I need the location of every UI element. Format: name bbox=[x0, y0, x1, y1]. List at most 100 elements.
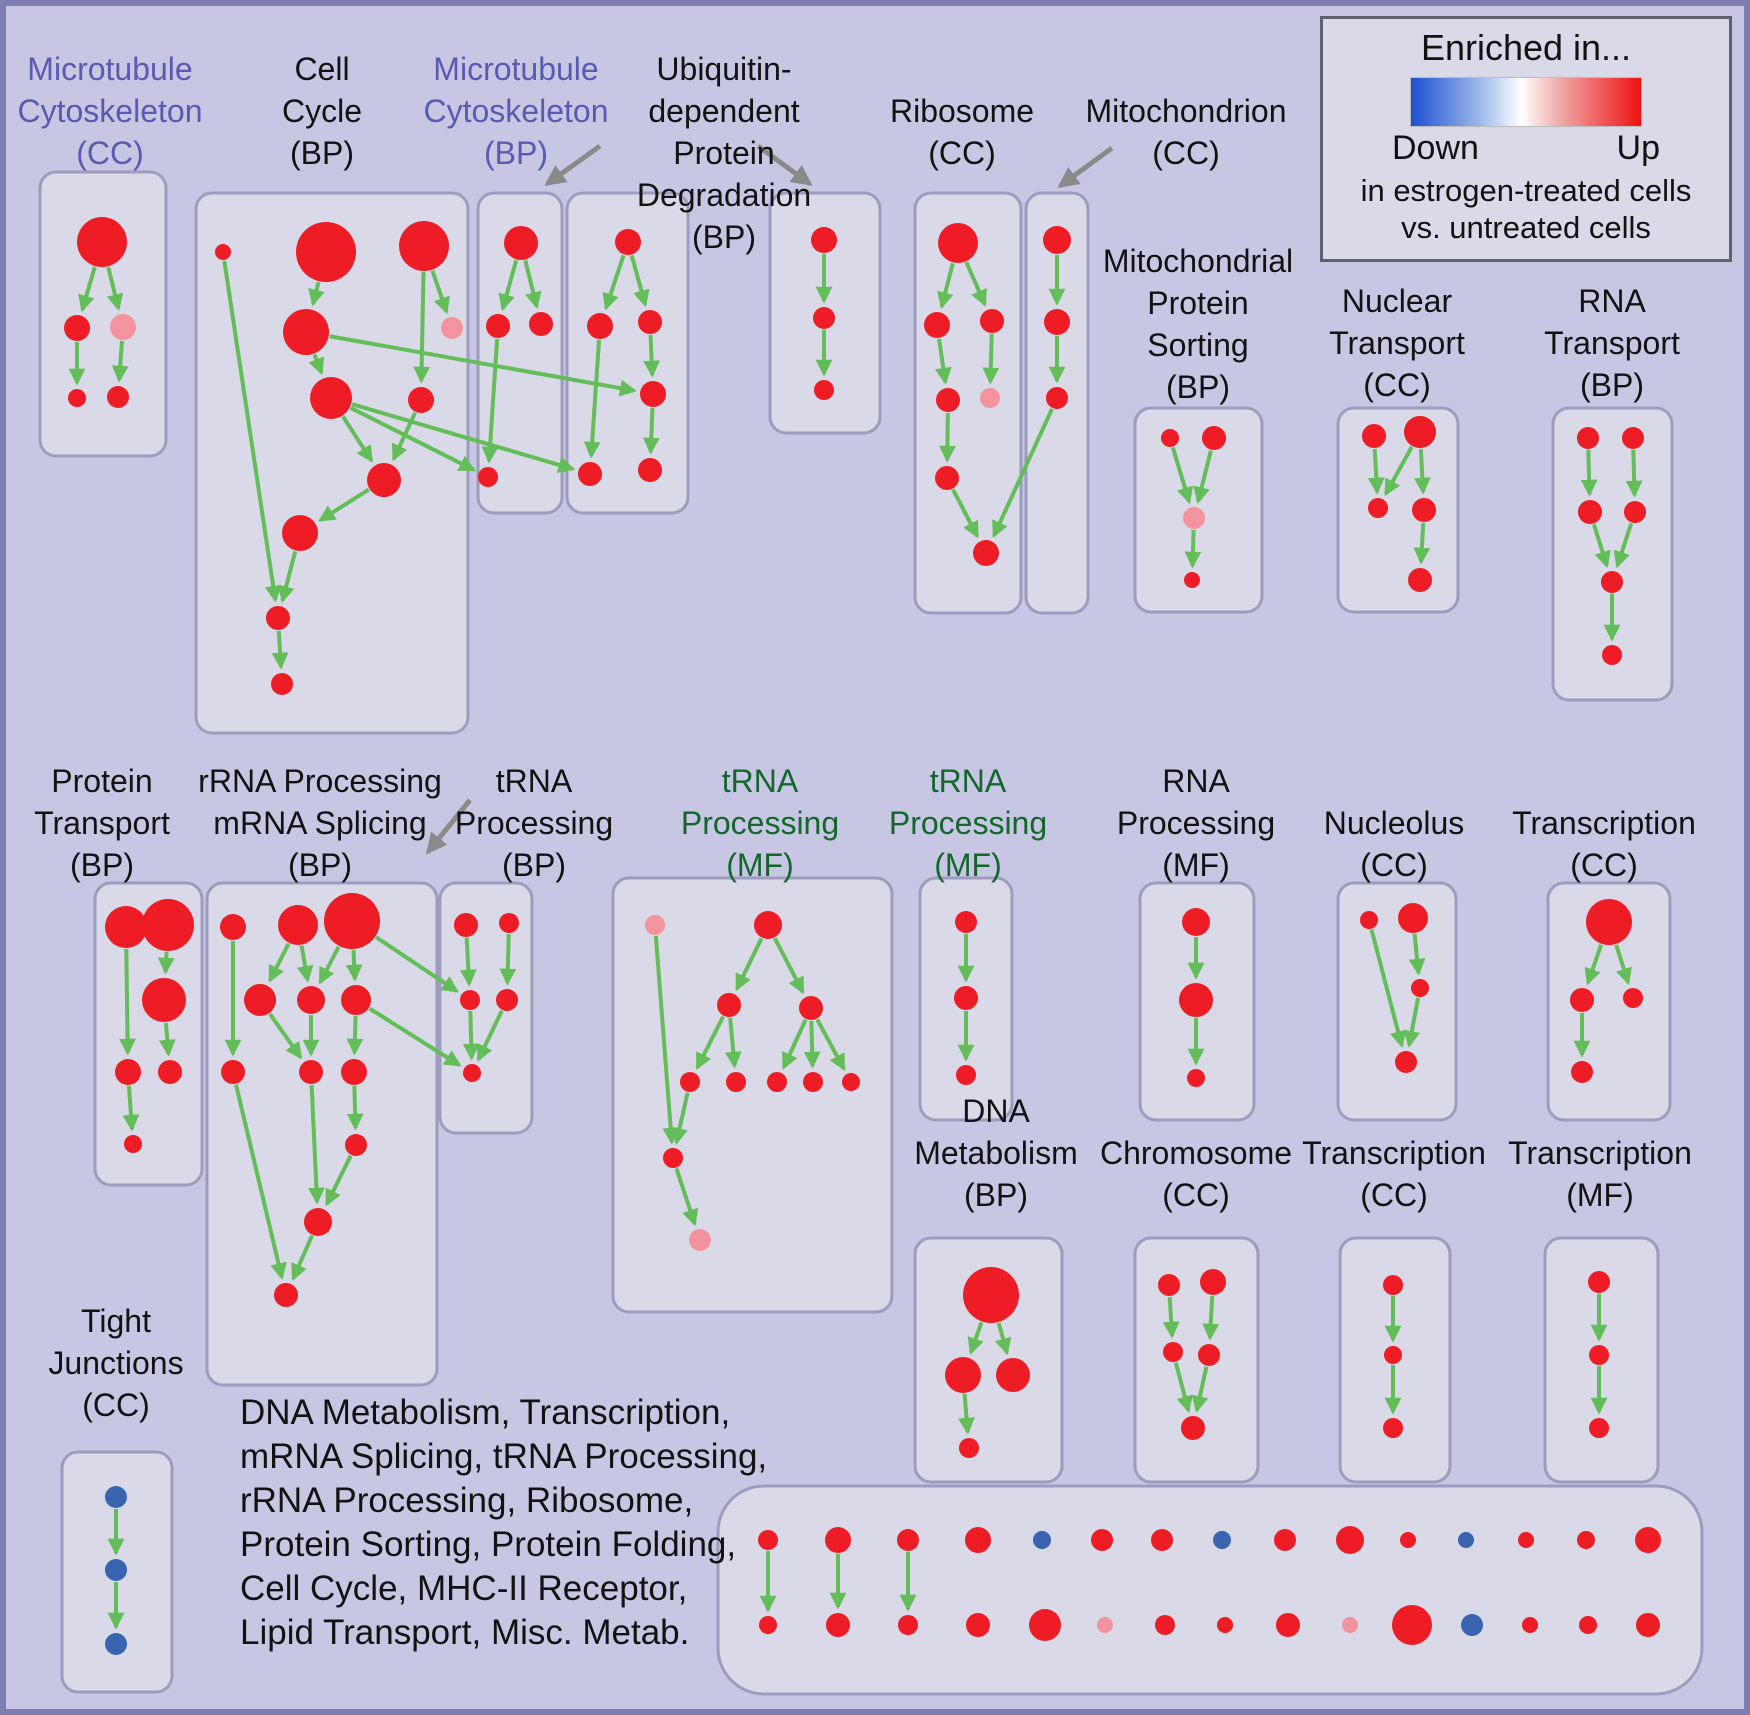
edge-arrow bbox=[268, 1012, 303, 1060]
node-misc-cluster-29 bbox=[1636, 1613, 1660, 1637]
node-misc-cluster-28 bbox=[1579, 1616, 1597, 1634]
node-cell-cycle-bp-6 bbox=[408, 387, 434, 413]
node-trna-processing-mf-large-3 bbox=[799, 996, 823, 1020]
node-misc-cluster-16 bbox=[826, 1613, 850, 1637]
edge-arrow bbox=[642, 407, 660, 455]
node-transcription-mf-2 bbox=[1589, 1418, 1609, 1438]
node-ubiquitin-degradation-bp-left-5 bbox=[638, 458, 662, 482]
group-box-nuclear-transport-cc bbox=[1336, 406, 1460, 614]
edge-arrow bbox=[653, 935, 680, 1145]
mitochondrion-cc-label: Mitochondrion(CC) bbox=[1086, 93, 1287, 171]
edge-arrow bbox=[1173, 1362, 1193, 1414]
node-mitochondrial-protein-sorting-bp-0 bbox=[1161, 429, 1179, 447]
transcription-cc-2-label: Transcription(CC) bbox=[1302, 1135, 1486, 1213]
node-rna-processing-mf-0 bbox=[1182, 908, 1210, 936]
node-protein-transport-bp-2 bbox=[142, 978, 186, 1022]
edge-arrow bbox=[291, 1234, 314, 1281]
node-trna-processing-bp-1 bbox=[499, 913, 519, 933]
node-misc-cluster-21 bbox=[1155, 1615, 1175, 1635]
node-nucleolus-cc-2 bbox=[1411, 979, 1429, 997]
node-trna-processing-mf-small-2 bbox=[956, 1065, 976, 1085]
node-microtubule-cytoskeleton-cc-4 bbox=[107, 386, 129, 408]
node-ubiquitin-degradation-bp-left-2 bbox=[638, 310, 662, 334]
group-box-ubiquitin-degradation-bp-left bbox=[565, 191, 690, 515]
node-misc-cluster-10 bbox=[1400, 1532, 1416, 1548]
edge-arrow bbox=[498, 259, 519, 312]
legend-down-label: Down bbox=[1392, 129, 1479, 167]
edge-arrow bbox=[318, 487, 370, 522]
node-rrna-processing-mrna-splicing-bp-6 bbox=[221, 1060, 245, 1084]
edge-arrow bbox=[964, 261, 987, 307]
node-transcription-mf-0 bbox=[1588, 1271, 1610, 1293]
node-trna-processing-bp-3 bbox=[496, 989, 518, 1011]
node-misc-cluster-22 bbox=[1217, 1617, 1233, 1633]
node-transcription-cc-0 bbox=[1586, 899, 1632, 945]
node-misc-cluster-7 bbox=[1213, 1531, 1231, 1549]
node-ubiquitin-degradation-bp-left-4 bbox=[578, 462, 602, 486]
group-box-transcription-cc bbox=[1546, 881, 1672, 1122]
edge-arrow bbox=[1193, 450, 1213, 504]
node-ribosome-cc-3 bbox=[936, 388, 960, 412]
edge-arrow bbox=[78, 266, 97, 313]
edge-arrow bbox=[157, 951, 175, 975]
node-rna-transport-bp-4 bbox=[1601, 571, 1623, 593]
chromosome-cc-label: Chromosome(CC) bbox=[1100, 1135, 1292, 1213]
node-rrna-processing-mrna-splicing-bp-5 bbox=[341, 985, 371, 1015]
edge-arrow bbox=[296, 945, 314, 983]
node-trna-processing-bp-2 bbox=[460, 990, 480, 1010]
cluster-list-text: DNA Metabolism, Transcription,mRNA Splic… bbox=[240, 1393, 767, 1652]
node-mitochondrion-cc-0 bbox=[1043, 226, 1071, 254]
node-rrna-processing-mrna-splicing-bp-11 bbox=[274, 1283, 298, 1307]
node-misc-cluster-12 bbox=[1518, 1532, 1534, 1548]
edge-arrow bbox=[1413, 448, 1431, 495]
node-misc-cluster-4 bbox=[1033, 1531, 1051, 1549]
label-pointer-arrow bbox=[544, 143, 602, 187]
edge-arrow bbox=[1613, 522, 1634, 569]
node-misc-cluster-17 bbox=[898, 1615, 918, 1635]
node-ubiquitin-degradation-bp-right-1 bbox=[813, 307, 835, 329]
edge-arrow bbox=[325, 1154, 353, 1207]
legend-scale-labels: Down Up bbox=[1392, 129, 1660, 168]
node-rrna-processing-mrna-splicing-bp-4 bbox=[297, 986, 325, 1014]
node-cell-cycle-bp-5 bbox=[310, 377, 352, 419]
node-microtubule-cytoskeleton-bp-1 bbox=[486, 314, 510, 338]
node-cell-cycle-bp-4 bbox=[441, 317, 463, 339]
edge-arrow bbox=[1184, 529, 1202, 569]
node-protein-transport-bp-3 bbox=[115, 1059, 141, 1085]
edge-arrow bbox=[803, 1020, 821, 1069]
edge-arrow bbox=[277, 550, 298, 604]
edge-arrow bbox=[349, 406, 476, 472]
node-trna-processing-mf-small-0 bbox=[955, 911, 977, 933]
node-ubiquitin-degradation-bp-right-2 bbox=[814, 380, 834, 400]
edge-arrow bbox=[935, 338, 952, 385]
edge-arrow bbox=[268, 942, 291, 983]
edge-arrow bbox=[951, 488, 980, 539]
edge-arrow bbox=[374, 935, 459, 993]
node-transcription-cc-2 bbox=[1623, 988, 1643, 1008]
edge-arrow bbox=[1191, 1366, 1209, 1413]
node-trna-processing-mf-large-2 bbox=[717, 993, 741, 1017]
node-ribosome-cc-6 bbox=[973, 540, 999, 566]
edge-arrow bbox=[329, 334, 637, 397]
node-trna-processing-mf-large-7 bbox=[803, 1072, 823, 1092]
node-microtubule-cytoskeleton-bp-0 bbox=[504, 226, 538, 260]
group-box-nucleolus-cc bbox=[1336, 881, 1458, 1122]
node-misc-cluster-14 bbox=[1635, 1527, 1661, 1553]
node-ribosome-cc-5 bbox=[935, 466, 959, 490]
edge-arrow bbox=[476, 1009, 504, 1062]
node-cell-cycle-bp-0 bbox=[215, 244, 231, 260]
edge-arrow bbox=[345, 949, 363, 982]
node-trna-processing-mf-large-9 bbox=[663, 1148, 683, 1168]
edge-arrow bbox=[1170, 447, 1194, 505]
edge-arrow bbox=[368, 1006, 462, 1067]
edge-arrow bbox=[222, 260, 282, 603]
edge-arrow bbox=[967, 1321, 984, 1355]
